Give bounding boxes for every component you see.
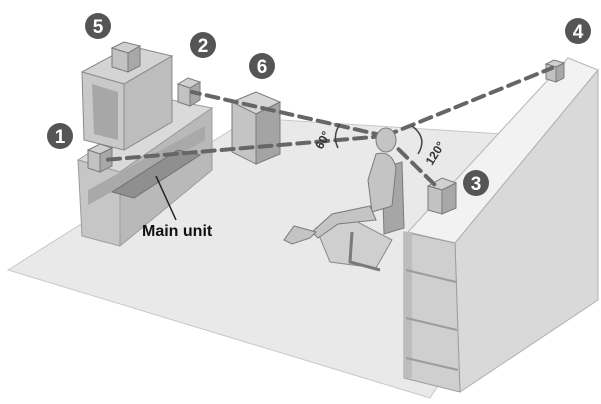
angle-arc-rear — [411, 125, 423, 155]
sight-line-4 — [383, 66, 554, 138]
main-unit-label: Main unit — [142, 223, 213, 240]
badge-2-circle — [190, 32, 216, 58]
badge-6-circle — [249, 53, 275, 79]
badge-4: 4 — [565, 18, 591, 44]
badge-5-circle — [85, 13, 111, 39]
listener-figure — [283, 127, 397, 245]
speaker-3-box — [426, 177, 458, 215]
shelf-unit — [403, 231, 461, 393]
badge-2-number: 2 — [198, 36, 209, 57]
badge-4-circle — [565, 18, 591, 44]
speaker-6-box — [230, 91, 282, 165]
badge-6-number: 6 — [257, 57, 268, 78]
badge-6: 6 — [249, 53, 275, 79]
badge-4-number: 4 — [573, 22, 584, 43]
badge-1-circle — [47, 123, 73, 149]
badge-3-circle — [463, 170, 489, 196]
badge-5: 5 — [85, 13, 111, 39]
main-unit-leader-line — [155, 175, 177, 221]
badge-3: 3 — [463, 170, 489, 196]
badge-2: 2 — [190, 32, 216, 58]
sight-line-1 — [102, 134, 387, 162]
main-unit-device — [110, 149, 202, 199]
badge-5-number: 5 — [93, 17, 104, 38]
badge-1: 1 — [47, 123, 73, 149]
badge-3-number: 3 — [471, 174, 482, 195]
speaker-1-box — [86, 143, 114, 173]
badge-1-number: 1 — [55, 127, 66, 148]
television — [80, 45, 174, 151]
speaker-5-box — [110, 41, 142, 73]
angle-arc-front — [334, 123, 341, 149]
sight-line-2 — [190, 90, 387, 138]
